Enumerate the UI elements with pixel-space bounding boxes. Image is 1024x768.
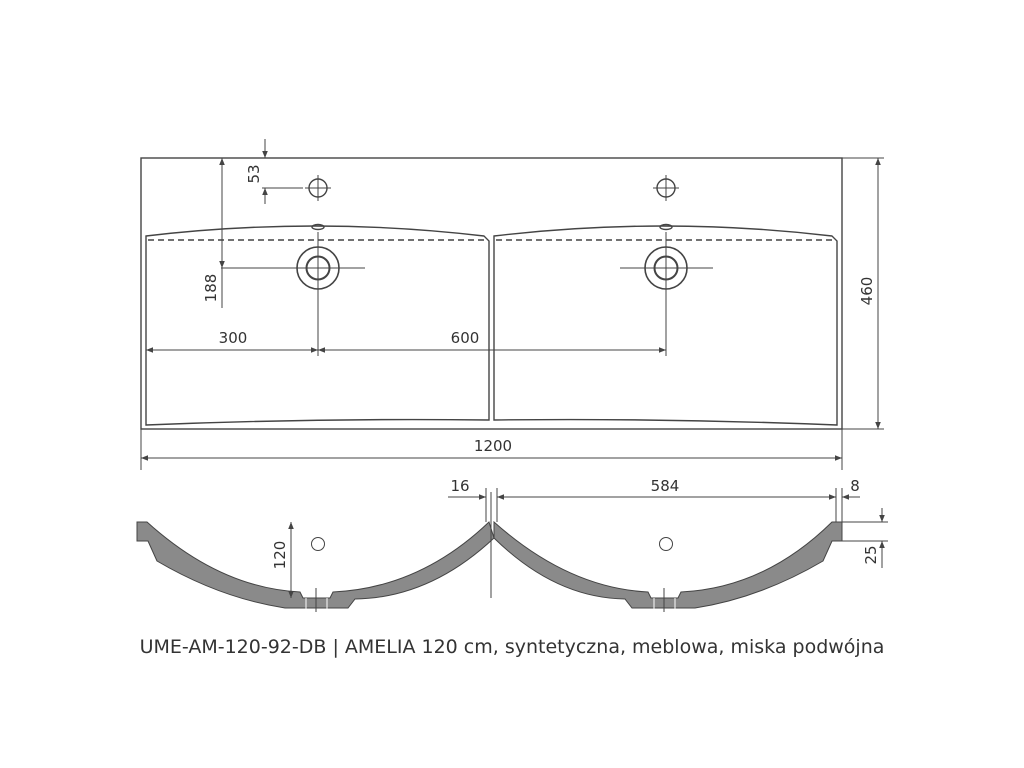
- right-overflow-hole: [659, 537, 673, 551]
- dim-drain-spacing: 600: [451, 329, 480, 347]
- dim-edge: 8: [850, 477, 860, 495]
- dim-drain-depth: 188: [202, 274, 220, 303]
- dim-rim: 25: [862, 545, 880, 564]
- top-view: [140, 139, 884, 470]
- right-bowl-outline: [493, 225, 838, 426]
- dim-width: 1200: [474, 437, 512, 455]
- front-view-dimensions: 16 584 8 120 25: [271, 477, 880, 569]
- basin-outline: [140, 157, 843, 430]
- left-overflow-slot: [311, 223, 325, 231]
- left-overflow-hole: [311, 537, 325, 551]
- right-overflow-slot: [659, 223, 673, 231]
- product-caption: UME-AM-120-92-DB | AMELIA 120 cm, syntet…: [139, 636, 885, 658]
- right-bowl-section: [493, 520, 843, 609]
- dim-depth: 460: [858, 277, 876, 306]
- dim-bowl-width: 584: [651, 477, 680, 495]
- dim-left-drain: 300: [219, 329, 248, 347]
- left-bowl-outline: [145, 225, 490, 426]
- left-bowl-section: [136, 521, 495, 609]
- top-view-dimensions: 53 188 300 600 460 1200: [202, 164, 876, 455]
- front-view: [136, 488, 888, 612]
- dim-tap-offset: 53: [245, 164, 263, 183]
- dim-bowl-depth: 120: [271, 541, 289, 570]
- dim-gap: 16: [450, 477, 469, 495]
